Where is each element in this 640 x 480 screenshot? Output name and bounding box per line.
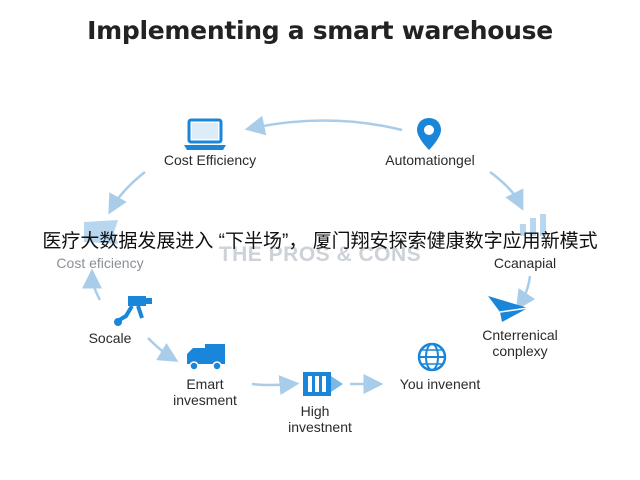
node-label-cost-efficiency: Cost Efficiency <box>163 152 257 168</box>
node-label-automation: Automationgel <box>385 152 475 168</box>
watermark-text: THE PROS & CONS <box>218 243 422 266</box>
bar-chart-icon <box>520 214 546 236</box>
overlay-banner-text: 医疗大数据发展进入 “下半场”， 厦门翔安探索健康数字应用新模式 <box>42 231 598 252</box>
arrow-scale-to-smart <box>147 337 179 362</box>
node-label-complexity-2: conplexy <box>492 343 548 359</box>
globe-icon <box>417 342 447 372</box>
node-label-cost-efficiency-faded: Cost eficiency <box>56 255 144 271</box>
arrow-scale-to-faded <box>82 268 103 301</box>
node-label-scale: Socale <box>88 330 132 346</box>
arrow-cost-to-faded <box>108 171 146 215</box>
arrow-smart-to-high <box>251 375 300 396</box>
paper-plane-icon <box>488 296 529 322</box>
robot-arm-icon <box>114 296 152 326</box>
node-label-capital: Ccanapial <box>493 255 557 271</box>
node-label-high-investment-1: High <box>300 403 330 419</box>
location-pin-icon <box>417 118 441 150</box>
arrow-capital-to-complexity <box>515 275 536 311</box>
laptop-icon <box>184 118 226 150</box>
flag-icon <box>84 220 118 244</box>
node-label-you-invenent: You invenent <box>399 376 481 392</box>
node-label-complexity-1: Cnterrenical <box>482 327 558 343</box>
node-label-high-investment-2: investnent <box>288 419 352 435</box>
arrow-automation-to-capital <box>489 170 524 211</box>
diagram-title: Implementing a smart warehouse <box>87 16 553 45</box>
node-label-smart-investment-2: invesment <box>173 392 237 408</box>
arrow-automation-to-cost <box>244 115 403 136</box>
truck-icon <box>187 344 225 371</box>
node-label-smart-investment-1: Emart <box>186 376 224 392</box>
building-icon <box>303 372 343 396</box>
